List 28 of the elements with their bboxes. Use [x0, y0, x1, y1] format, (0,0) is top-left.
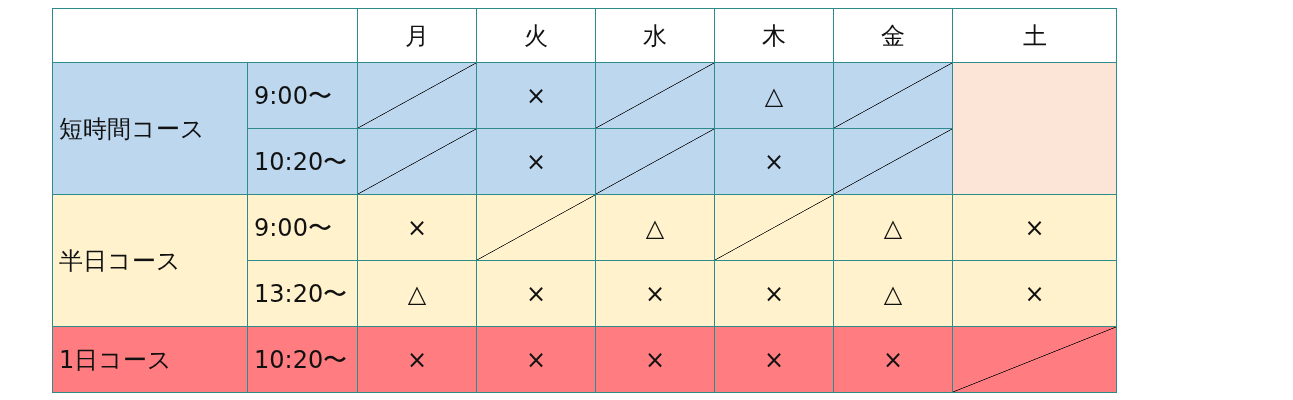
table-cell: × — [952, 194, 1117, 261]
table-cell: △ — [357, 260, 477, 327]
table-cell: × — [476, 128, 596, 195]
table-cell: × — [714, 326, 834, 393]
table-cell: 9:00〜 — [247, 194, 358, 261]
table-cell: × — [952, 260, 1117, 327]
table-cell: × — [714, 128, 834, 195]
table-cell: × — [595, 260, 715, 327]
table-cell: × — [476, 62, 596, 129]
table-cell: 9:00〜 — [247, 62, 358, 129]
table-cell: 13:20〜 — [247, 260, 358, 327]
table-cell: 1日コース — [52, 326, 248, 393]
table-cell: △ — [595, 194, 715, 261]
table-cell: 10:20〜 — [247, 326, 358, 393]
table-cell: × — [357, 326, 477, 393]
table-cell: 10:20〜 — [247, 128, 358, 195]
table-cell: × — [714, 260, 834, 327]
table-cell: △ — [833, 194, 953, 261]
table-cell: △ — [714, 62, 834, 129]
table-cell: × — [595, 326, 715, 393]
table-cell: × — [476, 326, 596, 393]
table-cell: △ — [833, 260, 953, 327]
header-cell: 土 — [952, 8, 1117, 63]
table-cell: × — [833, 326, 953, 393]
table-cell: 半日コース — [52, 194, 248, 327]
table-cell: × — [357, 194, 477, 261]
table-cell: 短時間コース — [52, 62, 248, 195]
table-cell: × — [476, 260, 596, 327]
